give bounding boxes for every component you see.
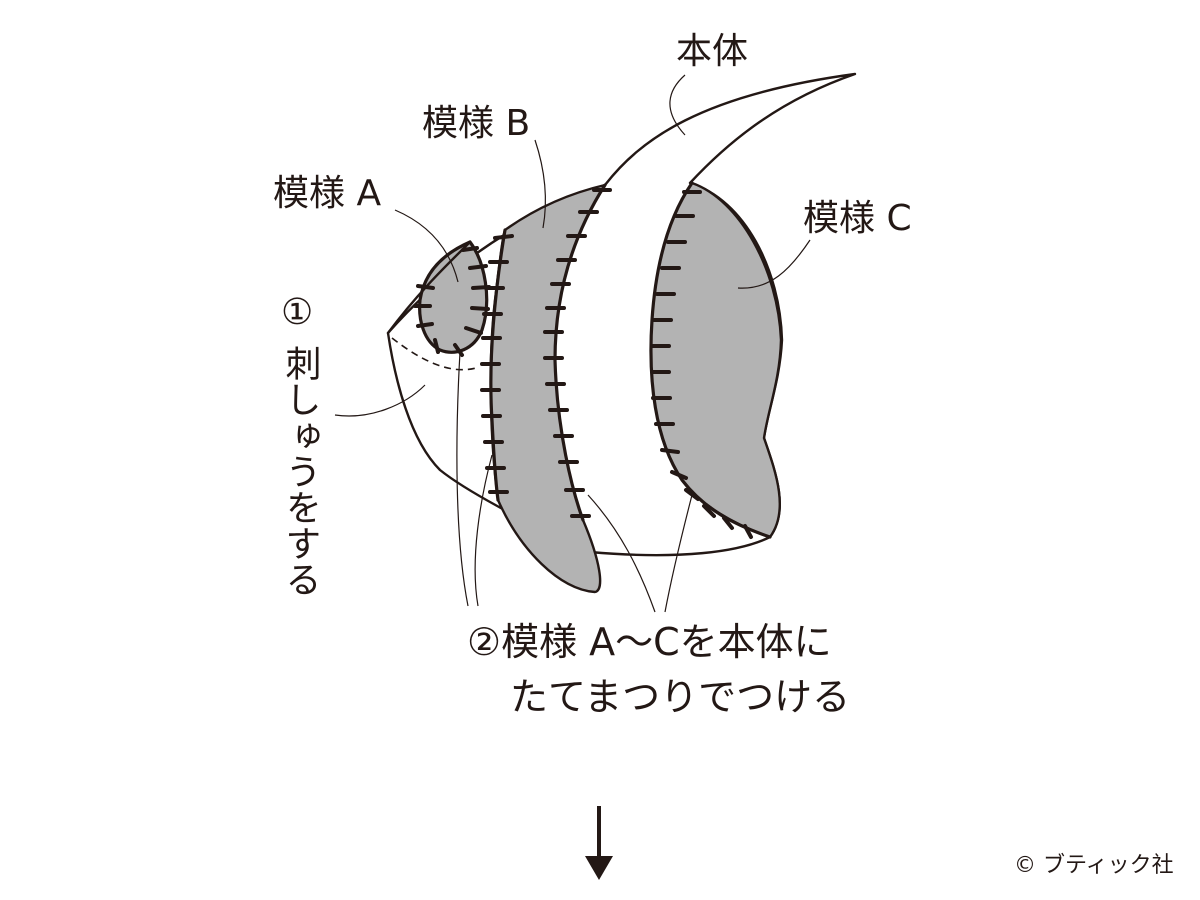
down-arrow-icon [585,806,613,880]
leader-step2-a [456,351,469,607]
leader-step2-b-back [587,494,656,613]
label-pattern-b: 模様 B [422,103,530,144]
embroidery-line [391,337,477,371]
stitch-marks [413,188,753,539]
leader-pattern-b [534,139,546,229]
step1-marker: ① [281,292,313,333]
seam-pattern-c [649,181,772,539]
label-body: 本体 [676,31,748,72]
step1-text: 刺しゅうをする [280,345,321,597]
leader-embroidery [334,384,426,417]
step2-line2: たてまつりでつける [510,675,850,719]
seam-pattern-a [418,240,489,354]
leader-body [669,74,686,136]
step2-line1: ②模様 A〜Cを本体に [467,620,832,664]
leader-pattern-a [394,209,459,283]
label-pattern-a: 模様 A [273,173,381,214]
leader-pattern-c [737,239,811,289]
copyright-text: © ブティック社 [1014,853,1174,878]
seam-pattern-b-front [489,228,507,502]
leader-step2-c [664,494,693,613]
label-pattern-c: 模様 C [803,198,912,239]
leader-step2-b [474,454,493,607]
